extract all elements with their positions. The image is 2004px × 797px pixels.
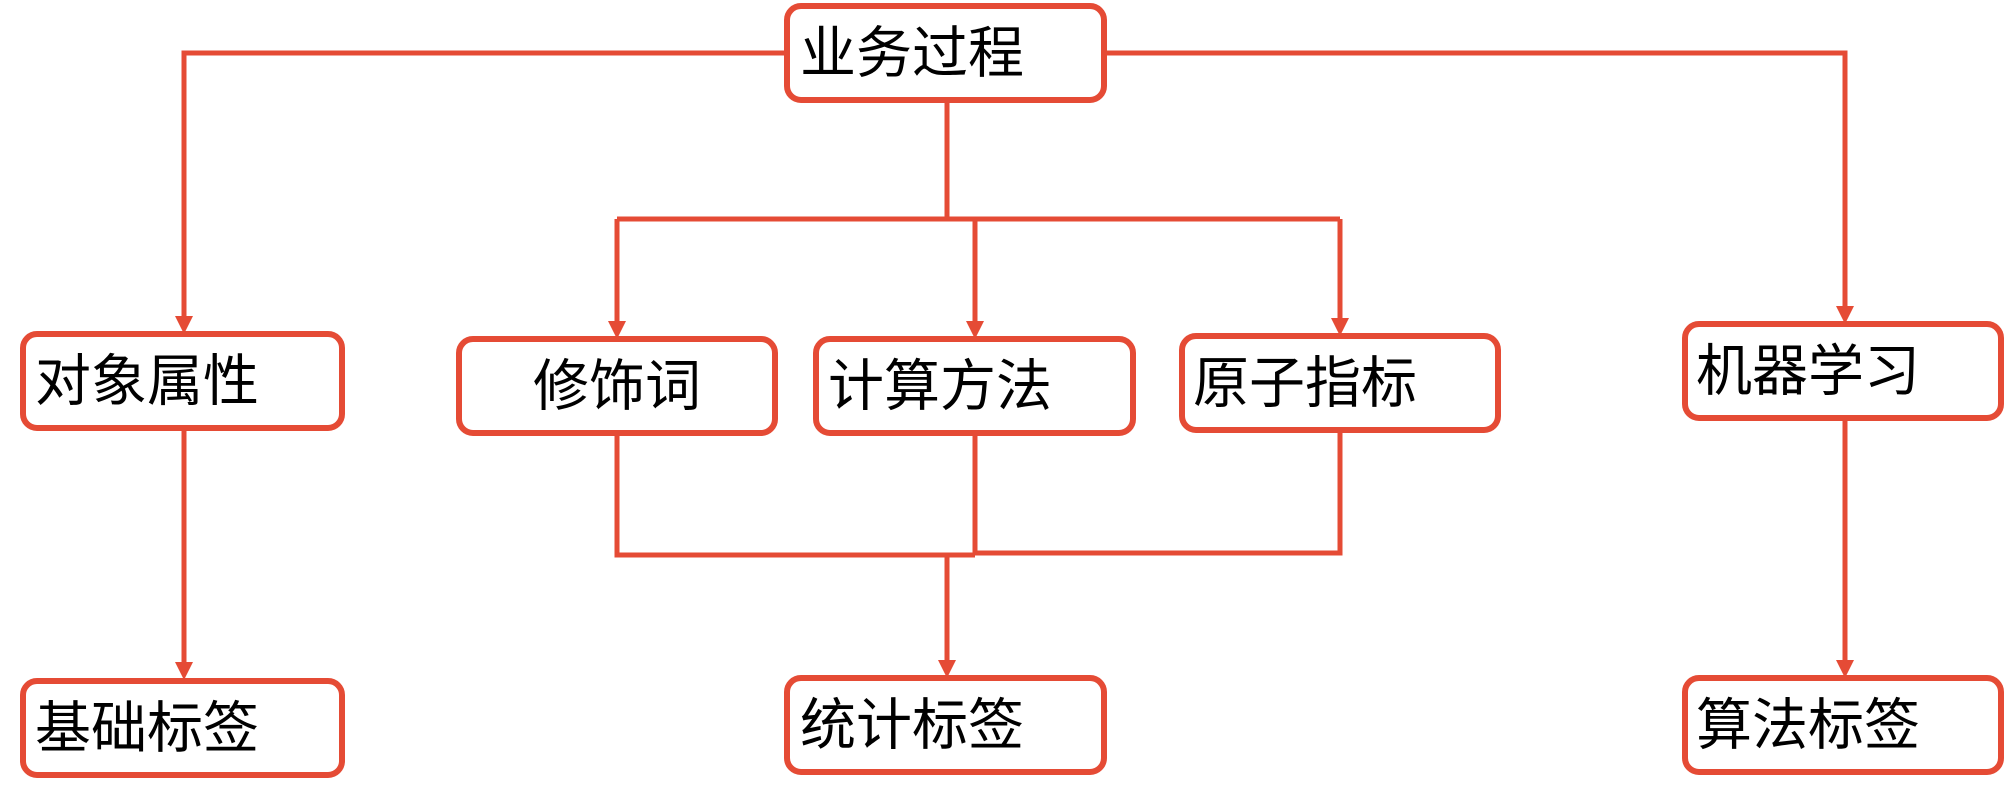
- node-label-basic-tag: 基础标签: [35, 697, 259, 762]
- arrowhead-algorithm-tag: [1836, 660, 1854, 678]
- node-statistical-tag: 统计标签: [784, 675, 1107, 775]
- connectors: [175, 50, 1854, 680]
- node-label-object-attribute: 对象属性: [35, 350, 259, 415]
- arrowhead-object-attribute: [175, 316, 193, 334]
- node-atomic-metric: 原子指标: [1179, 333, 1501, 433]
- arrowhead-basic-tag: [175, 662, 193, 680]
- node-object-attribute: 对象属性: [20, 331, 345, 431]
- node-basic-tag: 基础标签: [20, 678, 345, 778]
- arrowhead-atomic-metric: [1331, 318, 1349, 336]
- node-label-algorithm-tag: 算法标签: [1696, 694, 1920, 759]
- connector-business-to-ml: [1104, 50, 1848, 308]
- node-label-atomic-metric: 原子指标: [1193, 352, 1417, 417]
- node-label-business-process: 业务过程: [800, 22, 1024, 87]
- arrowhead-calculation-method: [966, 321, 984, 339]
- node-business-process: 业务过程: [784, 3, 1107, 103]
- node-calculation-method: 计算方法: [813, 336, 1136, 436]
- arrowhead-machine-learning: [1836, 306, 1854, 324]
- node-label-statistical-tag: 统计标签: [800, 694, 1024, 759]
- node-label-calculation-method: 计算方法: [828, 355, 1052, 420]
- arrowhead-statistical-tag: [938, 660, 956, 678]
- connector-modifier-to-lower-bus: [614, 435, 975, 558]
- node-label-modifier: 修饰词: [533, 355, 701, 420]
- node-label-machine-learning: 机器学习: [1696, 340, 1920, 405]
- node-modifier: 修饰词: [456, 336, 778, 436]
- arrowhead-modifier: [608, 321, 626, 339]
- node-machine-learning: 机器学习: [1682, 321, 2004, 421]
- node-algorithm-tag: 算法标签: [1682, 675, 2004, 775]
- connector-atomic-to-lower-bus: [975, 432, 1343, 556]
- connector-business-to-object: [181, 50, 787, 318]
